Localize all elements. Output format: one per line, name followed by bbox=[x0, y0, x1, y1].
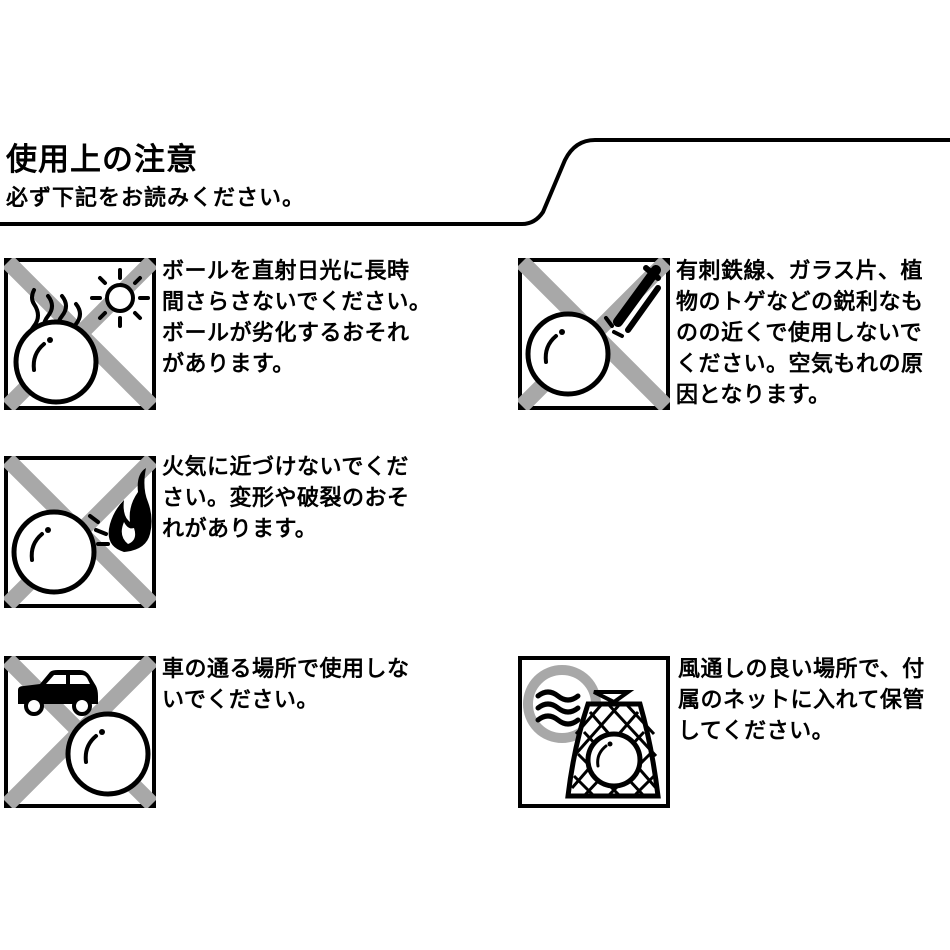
ball-icon bbox=[11, 509, 97, 595]
airflow-icon bbox=[535, 689, 581, 727]
caution-text-sun: ボールを直射日光に長時 間さらさないでください。 ボールが劣化するおそれ があり… bbox=[162, 259, 432, 377]
page-title: 使用上の注意 bbox=[6, 142, 198, 178]
sun-warning-pictogram bbox=[4, 258, 156, 410]
caution-text-car: 車の通る場所で使用しな いでください。 bbox=[162, 657, 410, 713]
sun-icon bbox=[90, 268, 150, 328]
fire-warning-pictogram bbox=[4, 456, 156, 608]
storage-instruction-pictogram bbox=[518, 656, 670, 808]
caution-text-storage: 風通しの良い場所で、付 属のネットに入れて保管 してください。 bbox=[678, 657, 925, 744]
page-subtitle: 必ず下記をお読みください。 bbox=[6, 186, 306, 211]
car-icon bbox=[18, 670, 98, 716]
header-divider-line bbox=[0, 138, 950, 226]
caution-text-sharp: 有刺鉄線、ガラス片、植 物のトゲなどの鋭利なも のの近くで使用しないで ください… bbox=[676, 259, 924, 408]
sharp-object-warning-pictogram bbox=[518, 258, 670, 410]
nail-icon bbox=[613, 265, 661, 333]
caution-text-fire: 火気に近づけないでくだ さい。変形や破裂のおそ れがあります。 bbox=[162, 455, 410, 542]
flame-icon bbox=[108, 468, 152, 552]
ball-icon bbox=[65, 711, 151, 797]
ball-icon bbox=[525, 311, 611, 397]
traffic-warning-pictogram bbox=[4, 656, 156, 808]
net-bag-icon bbox=[565, 690, 661, 799]
ball-icon bbox=[13, 319, 99, 405]
